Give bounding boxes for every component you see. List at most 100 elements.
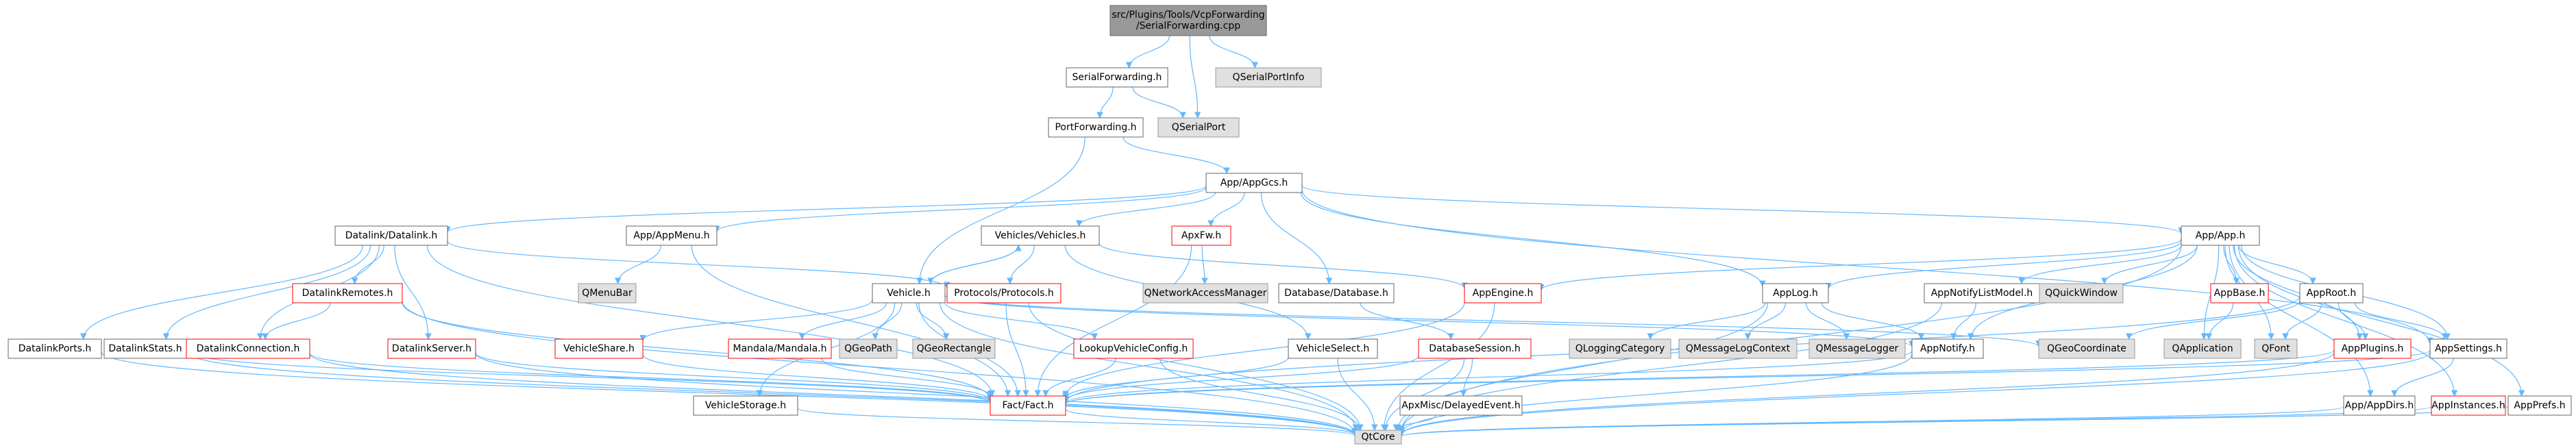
node-qquickwindow: QQuickWindow xyxy=(2039,283,2124,303)
node-approot[interactable]: AppRoot.h xyxy=(2299,283,2364,303)
dependency-edge xyxy=(2101,245,2198,284)
node-protocols[interactable]: Protocols/Protocols.h xyxy=(946,283,1062,303)
node-vstorage[interactable]: VehicleStorage.h xyxy=(693,395,798,416)
node-serialfwd[interactable]: SerialForwarding.h xyxy=(1066,67,1168,88)
node-delayed[interactable]: ApxMisc/DelayedEvent.h xyxy=(1399,395,1523,416)
node-root[interactable]: src/Plugins/Tools/VcpForwarding/SerialFo… xyxy=(1109,5,1267,36)
node-appinstances[interactable]: AppInstances.h xyxy=(2431,395,2506,416)
node-label: ApxMisc/DelayedEvent.h xyxy=(1401,400,1521,411)
dependency-edge xyxy=(944,295,1915,348)
node-box xyxy=(1911,338,1984,359)
node-datalink[interactable]: Datalink/Datalink.h xyxy=(334,225,448,246)
node-appengine[interactable]: AppEngine.h xyxy=(1464,283,1542,303)
node-box xyxy=(1109,5,1267,36)
dependency-edge xyxy=(1460,358,1473,397)
node-apxfw[interactable]: ApxFw.h xyxy=(1171,225,1231,246)
node-box xyxy=(1048,117,1144,138)
dependency-edge xyxy=(1096,86,1114,119)
node-box xyxy=(1142,283,1268,303)
dependency-edge xyxy=(1062,350,1913,404)
node-label: AppPrefs.h xyxy=(2514,400,2565,411)
dependency-edge xyxy=(2018,245,2182,284)
node-box xyxy=(8,338,102,359)
edges-layer xyxy=(79,35,2525,438)
node-label: QSerialPort xyxy=(1172,122,1226,133)
node-box xyxy=(728,338,832,359)
node-label: Mandala/Mandala.h xyxy=(733,343,827,354)
node-app[interactable]: App/App.h xyxy=(2181,225,2260,246)
dependency-edge xyxy=(1260,192,1333,284)
node-dlports[interactable]: DatalinkPorts.h xyxy=(8,338,102,359)
node-label: Vehicle.h xyxy=(887,288,930,299)
node-vehicles[interactable]: Vehicles/Vehicles.h xyxy=(981,225,1100,246)
node-qmenubar: QMenuBar xyxy=(578,283,637,303)
dependency-edge xyxy=(1125,35,1170,69)
dependency-edge xyxy=(639,299,873,342)
node-appnotifylist[interactable]: AppNotifyListModel.h xyxy=(1924,283,2040,303)
node-label: VehicleShare.h xyxy=(563,343,635,354)
dependency-edge xyxy=(1301,192,1766,288)
dependency-edge xyxy=(1825,240,2182,290)
node-box xyxy=(292,283,403,303)
dependency-edge xyxy=(1132,86,1186,119)
dependency-edge xyxy=(944,301,1099,340)
dependency-edge xyxy=(1647,302,1766,340)
node-vehicle[interactable]: Vehicle.h xyxy=(872,283,946,303)
node-box xyxy=(1464,283,1542,303)
dependency-edge xyxy=(2391,358,2454,397)
node-box xyxy=(387,338,476,359)
node-qgeopath: QGeoPath xyxy=(839,338,898,359)
dependency-edge xyxy=(186,351,1358,436)
node-appgcs[interactable]: App/AppGcs.h xyxy=(1205,173,1303,193)
node-box xyxy=(1762,283,1829,303)
node-portfwd[interactable]: PortForwarding.h xyxy=(1048,117,1144,138)
dependency-edge xyxy=(2233,245,2458,397)
node-label: Fact/Fact.h xyxy=(1002,400,1053,411)
dependency-edge xyxy=(1099,243,1468,289)
node-label: QMessageLogger xyxy=(1816,343,1899,354)
node-dbsession[interactable]: DatabaseSession.h xyxy=(1418,338,1532,359)
node-box xyxy=(2333,338,2412,359)
node-box xyxy=(1066,67,1168,88)
node-dbdatabase[interactable]: Database/Database.h xyxy=(1278,283,1395,303)
node-label: DatalinkRemotes.h xyxy=(302,288,393,299)
dependency-edge xyxy=(1062,349,2431,405)
node-box xyxy=(1924,283,2040,303)
node-dlconn[interactable]: DatalinkConnection.h xyxy=(186,338,310,359)
node-appnotify[interactable]: AppNotify.h xyxy=(1911,338,1984,359)
node-applog[interactable]: AppLog.h xyxy=(1762,283,1829,303)
dependency-edge xyxy=(2237,245,2525,397)
node-box xyxy=(2429,338,2507,359)
node-appdirs[interactable]: App/AppDirs.h xyxy=(2343,395,2416,416)
dependency-edge xyxy=(1034,245,1192,397)
dependency-edge xyxy=(2354,302,2449,340)
dependency-edge xyxy=(1065,408,1358,436)
node-label: AppEngine.h xyxy=(1473,288,1534,299)
node-dlremotes[interactable]: DatalinkRemotes.h xyxy=(292,283,403,303)
dependency-edge xyxy=(642,354,994,401)
dependency-edge xyxy=(1382,358,1465,431)
node-box xyxy=(693,395,798,416)
dependency-edge xyxy=(1062,356,1419,401)
node-appsettings[interactable]: AppSettings.h xyxy=(2429,338,2507,359)
node-box xyxy=(1215,67,1322,88)
node-appplugins[interactable]: AppPlugins.h xyxy=(2333,338,2412,359)
node-lookupvc[interactable]: LookupVehicleConfig.h xyxy=(1073,338,1194,359)
node-dlserver[interactable]: DatalinkServer.h xyxy=(387,338,476,359)
node-mandala[interactable]: Mandala/Mandala.h xyxy=(728,338,832,359)
node-vselect[interactable]: VehicleSelect.h xyxy=(1288,338,1378,359)
node-label: QMenuBar xyxy=(582,288,633,299)
node-dlstats[interactable]: DatalinkStats.h xyxy=(103,338,187,359)
node-vshare[interactable]: VehicleShare.h xyxy=(554,338,643,359)
node-box xyxy=(2431,395,2506,416)
node-box xyxy=(334,225,448,246)
dependency-edge xyxy=(1201,245,1208,284)
node-fact[interactable]: Fact/Fact.h xyxy=(990,395,1066,416)
node-appmenu[interactable]: App/AppMenu.h xyxy=(626,225,717,246)
node-label: Database/Database.h xyxy=(1284,288,1388,299)
node-appprefs[interactable]: AppPrefs.h xyxy=(2507,395,2572,416)
node-label: Datalink/Datalink.h xyxy=(345,230,437,241)
dependency-edge xyxy=(1821,302,1925,340)
node-appbase[interactable]: AppBase.h xyxy=(2210,283,2269,303)
